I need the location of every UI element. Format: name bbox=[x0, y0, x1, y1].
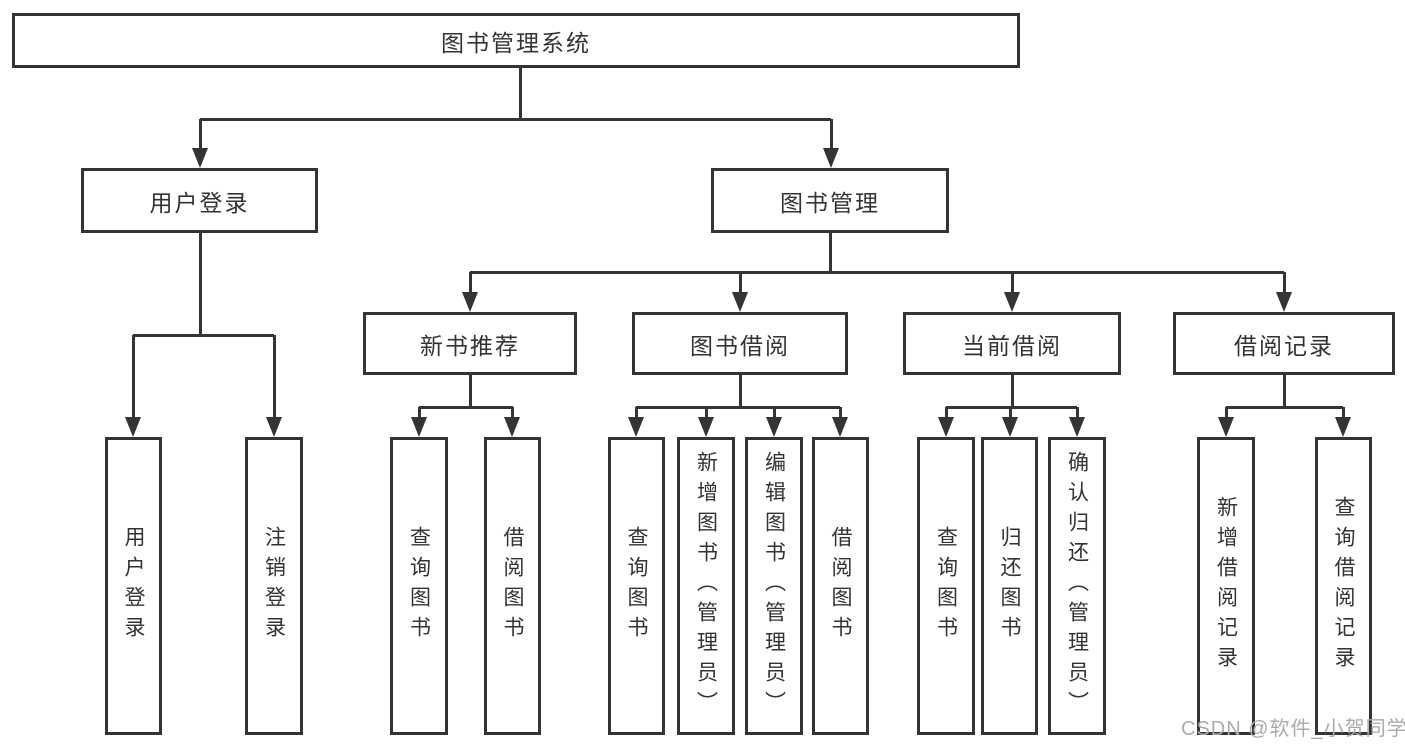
connector-line bbox=[198, 119, 202, 149]
node-current-confirm-return-admin: 确认归还（管理员） bbox=[1048, 437, 1106, 735]
connector-line bbox=[636, 405, 840, 409]
connector-line bbox=[419, 405, 513, 409]
node-recommend-borrow-book: 借阅图书 bbox=[484, 437, 541, 735]
node-label-records-query-record: 查询借阅记录 bbox=[1332, 496, 1355, 676]
node-borrowing-records: 借阅记录 bbox=[1173, 312, 1395, 375]
node-label-current-query-book: 查询图书 bbox=[934, 526, 958, 646]
connector-line bbox=[133, 333, 274, 337]
node-label-recommend-query-book: 查询图书 bbox=[407, 526, 431, 646]
node-label-book-management: 图书管理 bbox=[780, 189, 880, 216]
connector-line bbox=[198, 232, 202, 335]
connector-line bbox=[1341, 407, 1345, 418]
arrow-down-icon bbox=[1335, 417, 1351, 437]
node-current-return-book: 归还图书 bbox=[981, 437, 1038, 735]
node-borrowing-query-book: 查询图书 bbox=[608, 437, 665, 735]
arrow-down-icon bbox=[698, 417, 714, 437]
node-label-current-confirm-return-admin: 确认归还（管理员） bbox=[1065, 451, 1089, 721]
connector-line bbox=[1010, 375, 1014, 407]
node-label-user-logout-action: 注销登录 bbox=[262, 526, 286, 646]
node-borrowing-edit-book-admin: 编辑图书（管理员） bbox=[745, 437, 803, 735]
connector-line bbox=[468, 375, 472, 407]
connector-line bbox=[1075, 407, 1079, 418]
node-book-management: 图书管理 bbox=[711, 168, 949, 233]
connector-line bbox=[772, 407, 776, 418]
arrow-down-icon bbox=[192, 148, 208, 168]
arrow-down-icon bbox=[832, 417, 848, 437]
node-borrowing-borrow-book: 借阅图书 bbox=[812, 437, 869, 735]
node-borrowing-add-book-admin: 新增图书（管理员） bbox=[677, 437, 735, 735]
connector-line bbox=[510, 407, 514, 418]
connector-line bbox=[417, 407, 421, 418]
connector-line bbox=[1008, 407, 1012, 418]
watermark-text: CSDN @软件_小贺同学 bbox=[1181, 718, 1405, 740]
arrow-down-icon bbox=[462, 292, 478, 312]
arrow-down-icon bbox=[1002, 417, 1018, 437]
node-new-book-recommend: 新书推荐 bbox=[363, 312, 577, 375]
connector-line bbox=[131, 335, 135, 418]
arrow-down-icon bbox=[628, 417, 644, 437]
node-label-borrowing-records: 借阅记录 bbox=[1234, 332, 1334, 359]
arrow-down-icon bbox=[823, 148, 839, 168]
node-label-current-return-book: 归还图书 bbox=[998, 526, 1021, 646]
arrow-down-icon bbox=[938, 417, 954, 437]
node-root: 图书管理系统 bbox=[12, 13, 1020, 68]
connector-line bbox=[1224, 407, 1228, 418]
node-label-book-borrowing: 图书借阅 bbox=[690, 332, 790, 359]
connector-line bbox=[946, 405, 1077, 409]
connector-line bbox=[704, 407, 708, 418]
node-label-records-add-record: 新增借阅记录 bbox=[1214, 496, 1238, 676]
connector-line bbox=[838, 407, 842, 418]
node-label-current-borrowing: 当前借阅 bbox=[962, 332, 1062, 359]
connector-line bbox=[828, 233, 832, 272]
connector-line bbox=[272, 335, 276, 418]
node-label-borrowing-add-book-admin: 新增图书（管理员） bbox=[694, 451, 718, 721]
connector-line bbox=[829, 119, 833, 149]
node-user-login: 用户登录 bbox=[81, 168, 318, 233]
node-current-query-book: 查询图书 bbox=[917, 437, 975, 735]
connector-line bbox=[1282, 272, 1286, 293]
node-current-borrowing: 当前借阅 bbox=[903, 312, 1121, 375]
arrow-down-icon bbox=[766, 417, 782, 437]
arrow-down-icon bbox=[732, 292, 748, 312]
node-book-borrowing: 图书借阅 bbox=[632, 312, 848, 375]
connector-line bbox=[470, 270, 1284, 274]
connector-line bbox=[944, 407, 948, 418]
node-user-login-action: 用户登录 bbox=[105, 437, 162, 735]
connector-line bbox=[634, 407, 638, 418]
connector-line bbox=[200, 117, 831, 121]
connector-line bbox=[738, 272, 742, 293]
arrow-down-icon bbox=[266, 417, 282, 437]
connector-line bbox=[738, 375, 742, 407]
connector-line bbox=[1282, 375, 1286, 407]
node-label-recommend-borrow-book: 借阅图书 bbox=[501, 526, 524, 646]
arrow-down-icon bbox=[1276, 292, 1292, 312]
node-label-user-login: 用户登录 bbox=[149, 189, 250, 216]
connector-line bbox=[1226, 405, 1343, 409]
node-label-new-book-recommend: 新书推荐 bbox=[420, 332, 520, 359]
connector-line bbox=[1010, 272, 1014, 293]
arrow-down-icon bbox=[1004, 292, 1020, 312]
node-label-root: 图书管理系统 bbox=[441, 29, 591, 56]
node-label-borrowing-edit-book-admin: 编辑图书（管理员） bbox=[762, 451, 786, 721]
node-recommend-query-book: 查询图书 bbox=[390, 437, 448, 735]
node-records-query-record: 查询借阅记录 bbox=[1315, 437, 1372, 735]
node-label-user-login-action: 用户登录 bbox=[122, 526, 145, 646]
connector-line bbox=[468, 272, 472, 293]
arrow-down-icon bbox=[125, 417, 141, 437]
connector-line bbox=[518, 68, 522, 119]
node-records-add-record: 新增借阅记录 bbox=[1197, 437, 1255, 735]
arrow-down-icon bbox=[504, 417, 520, 437]
arrow-down-icon bbox=[411, 417, 427, 437]
node-user-logout-action: 注销登录 bbox=[245, 437, 303, 735]
node-label-borrowing-query-book: 查询图书 bbox=[625, 526, 648, 646]
arrow-down-icon bbox=[1218, 417, 1234, 437]
arrow-down-icon bbox=[1069, 417, 1085, 437]
node-label-borrowing-borrow-book: 借阅图书 bbox=[829, 526, 852, 646]
